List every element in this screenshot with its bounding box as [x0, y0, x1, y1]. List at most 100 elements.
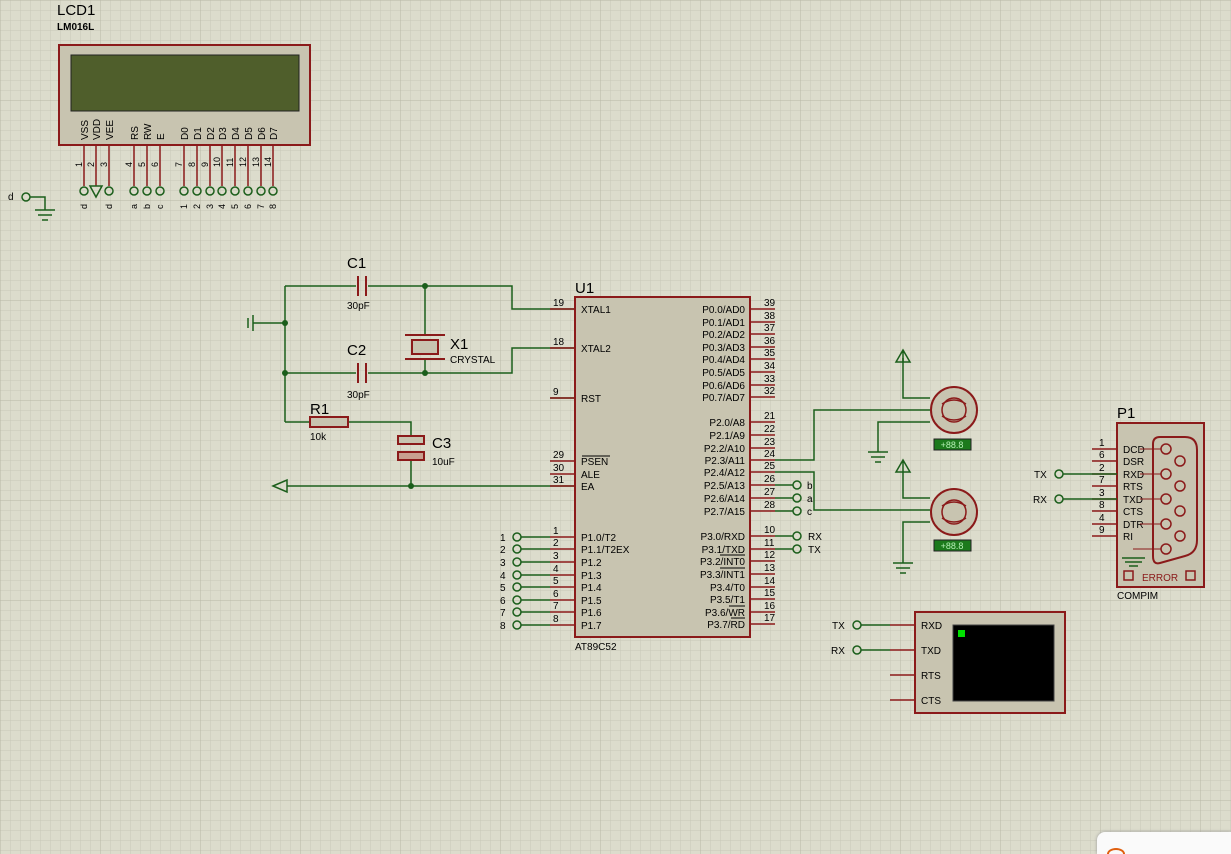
p1-led-right	[1185, 570, 1196, 581]
u1-pin-name: P1.5	[581, 596, 602, 607]
c2[interactable]: C2 30pF	[347, 342, 370, 401]
u1-pin-number: 10	[764, 525, 776, 536]
lcd-pin-name: VSS	[80, 120, 91, 140]
lcd-pin-number: 12	[238, 157, 248, 167]
u1-pin-name: P2.1/A9	[709, 431, 745, 442]
c1[interactable]: C1 30pF	[347, 255, 370, 312]
p1-pin-name: RTS	[1123, 482, 1143, 493]
db9-pin-icon	[1174, 480, 1186, 492]
lcd-net-label: 2	[192, 204, 202, 209]
motor-body	[930, 386, 978, 434]
u1-pin-name: P1.1/T2EX	[581, 545, 630, 556]
c3[interactable]: C3 10uF	[397, 435, 455, 468]
db9-pin-icon	[1174, 505, 1186, 517]
lcd-net-label: d	[79, 204, 89, 209]
p1-pin-name: CTS	[1123, 507, 1143, 518]
u1-mcu[interactable]: U1 AT89C52 19XTAL118XTAL29RST29PSEN30ALE…	[550, 280, 776, 653]
u1-pin-name: P1.2	[581, 558, 602, 569]
lcd-terminal	[129, 186, 139, 196]
c3-value: 10uF	[432, 457, 455, 468]
u1-pin-number: 35	[764, 348, 776, 359]
u1-pin-number: 21	[764, 411, 776, 422]
motor-display	[933, 539, 972, 552]
u1-pin-name: P0.5/AD5	[702, 368, 745, 379]
u1-pin-number: 11	[764, 538, 775, 549]
terminal-cursor	[958, 630, 965, 637]
u1-pin-number: 16	[764, 601, 776, 612]
lcd-pin-number: 5	[137, 162, 147, 167]
lcd-pin-number: 7	[174, 162, 184, 167]
lcd-net-label: d	[104, 204, 114, 209]
c2-plates	[357, 363, 367, 383]
lcd-net-label: b	[142, 204, 152, 209]
lcd-net-label: 5	[230, 204, 240, 209]
p2-net-label: a	[807, 494, 813, 505]
x1-crystal[interactable]: X1 CRYSTAL	[405, 334, 496, 366]
motor-display	[933, 438, 972, 451]
u1-pin-number: 29	[553, 450, 565, 461]
lcd-pin-name: RS	[130, 126, 141, 140]
p1-pin-number: 2	[1099, 463, 1105, 474]
corner-notification[interactable]	[1097, 832, 1231, 854]
p1-pin-number: 9	[1099, 525, 1105, 536]
c3-plate-bottom	[397, 451, 425, 461]
x1-body	[411, 339, 439, 355]
motor-body	[930, 488, 978, 536]
terminal-rx-label: RX	[831, 646, 845, 657]
u1-pin-name: P1.4	[581, 583, 602, 594]
u1-pin-number: 8	[553, 614, 559, 625]
c1-plates	[357, 276, 367, 296]
u1-pin-number: 28	[764, 500, 776, 511]
power-arrow-icon	[88, 185, 104, 199]
r1[interactable]: R1 10k	[309, 401, 349, 443]
motor-display-value: +88.8	[941, 440, 964, 450]
lcd-pin-number: 8	[187, 162, 197, 167]
p1-pin-number: 3	[1099, 488, 1105, 499]
p1-net-label: 7	[500, 608, 506, 619]
lcd-pin-name: VEE	[105, 120, 116, 140]
x1-value: CRYSTAL	[450, 355, 496, 366]
u1-pin-number: 26	[764, 474, 776, 485]
lcd-terminal	[79, 186, 89, 196]
lcd-pin-number: 13	[251, 157, 261, 167]
u1-pin-name: P1.0/T2	[581, 533, 616, 544]
p1-net-label: 8	[500, 621, 506, 632]
lcd-pin-name: VDD	[92, 119, 103, 140]
motor-2[interactable]: +88.8	[893, 458, 978, 574]
u1-pin-name: EA	[581, 482, 595, 493]
u1-pin-number: 2	[553, 538, 559, 549]
lcd-pin-number: 9	[200, 162, 210, 167]
motor-display-value: +88.8	[941, 541, 964, 551]
db9-pin-icon	[1174, 530, 1186, 542]
ground-d[interactable]: d	[8, 192, 55, 221]
p1-pin-name: RXD	[1123, 470, 1144, 481]
lcd-pin-number: 6	[150, 162, 160, 167]
u1-pin-number: 1	[553, 526, 559, 537]
u1-pin-number: 37	[764, 323, 776, 334]
u1-pin-number: 30	[553, 463, 565, 474]
u1-pin-number: 22	[764, 424, 776, 435]
terminal-tx-label: TX	[832, 621, 845, 632]
u1-pin-name: P3.4/T0	[710, 583, 745, 594]
u1-pin-name: P3.3/INT1	[700, 570, 745, 581]
c2-value: 30pF	[347, 390, 370, 401]
u1-pin-name: P3.2/INT0	[700, 557, 745, 568]
u1-pin-number: 9	[553, 387, 559, 398]
u1-pin-number: 15	[764, 588, 776, 599]
lcd-pin-name: E	[156, 133, 167, 140]
u1-pin-name: P0.2/AD2	[702, 330, 745, 341]
db9-pin-icon	[1160, 468, 1172, 480]
u1-pin-number: 23	[764, 437, 776, 448]
u1-pin-name: P0.0/AD0	[702, 305, 745, 316]
lcd-terminal	[256, 186, 266, 196]
lcd-pin-number: 11	[225, 158, 235, 167]
motor-1[interactable]: +88.8	[868, 348, 978, 463]
p1-pin-number: 6	[1099, 450, 1105, 461]
p1-pin-name: DSR	[1123, 457, 1144, 468]
